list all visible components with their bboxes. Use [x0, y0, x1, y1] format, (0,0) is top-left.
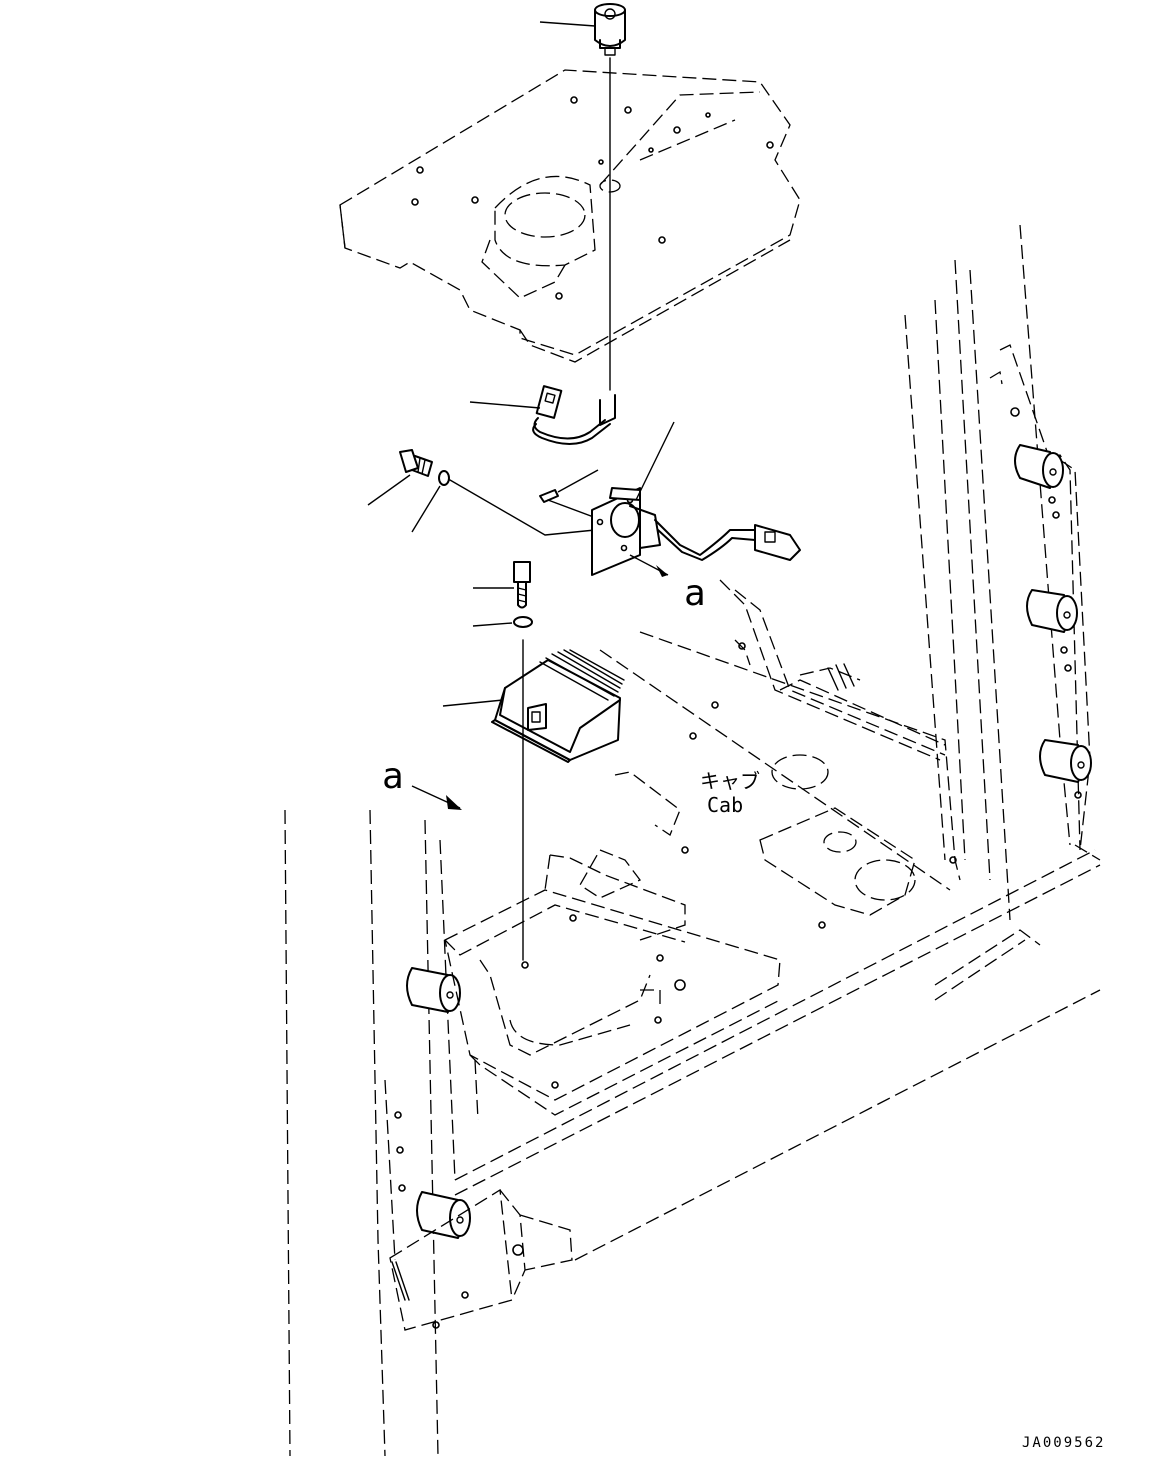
pin — [539, 489, 559, 503]
console-panel-cover — [339, 69, 801, 363]
leader-harness — [469, 401, 541, 409]
power-socket-top — [594, 3, 626, 56]
view-arrow-a-floor — [411, 785, 462, 810]
leader-socket-top — [539, 21, 596, 27]
leader-socket-bracket — [635, 421, 675, 501]
bushing-left-2 — [416, 1191, 471, 1239]
leader-controller — [442, 699, 504, 707]
flat-washer — [513, 616, 533, 628]
leader-washer — [411, 485, 441, 533]
view-marker-a-arrow: a — [382, 756, 404, 797]
cab-frame-left — [284, 809, 479, 1457]
controller-box — [491, 649, 625, 763]
view-arrow-a-connector — [629, 554, 669, 577]
bushing-right-1 — [1014, 444, 1064, 489]
center-line-bolt — [449, 479, 596, 536]
cab-frame-right — [904, 224, 1091, 921]
cab-label-jp: キャブ — [700, 769, 760, 793]
socket-bracket-assembly — [591, 487, 801, 576]
cap-screw — [513, 561, 531, 609]
bolt-with-washer — [399, 449, 450, 486]
cab-floor-frame — [454, 579, 1101, 1261]
view-marker-a-connector: a — [684, 573, 706, 614]
leader-pin — [557, 469, 599, 493]
bushing-right-3 — [1039, 739, 1092, 783]
wire-harness-short — [532, 385, 616, 445]
leader-flat-washer — [472, 622, 513, 627]
cab-label-en: Cab — [707, 793, 743, 817]
drawing-number: JA009562 — [1022, 1435, 1105, 1451]
leader-bolt — [367, 474, 411, 506]
controller-mount-bracket — [444, 771, 781, 1116]
lower-bracket — [389, 1188, 573, 1331]
bushing-right-2 — [1026, 589, 1078, 633]
